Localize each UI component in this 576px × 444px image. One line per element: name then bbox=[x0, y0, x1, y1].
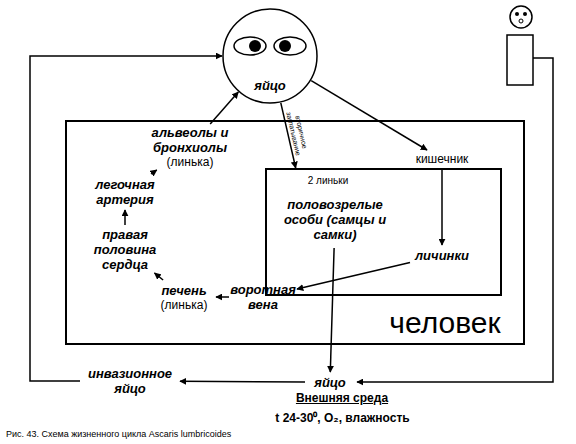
node-text: воротная вена bbox=[229, 282, 297, 312]
person-eye bbox=[523, 12, 527, 16]
node-text: правая половина сердца bbox=[86, 227, 164, 272]
text-node: личинки bbox=[410, 245, 474, 265]
text-node: альвеолы и бронхиолы(линька) bbox=[138, 124, 242, 170]
text-node: кишечник bbox=[410, 150, 474, 168]
node-text: яйцо bbox=[305, 375, 355, 390]
eye bbox=[234, 37, 266, 55]
node-text: легочная артерия bbox=[90, 177, 160, 207]
person-mouth bbox=[519, 19, 523, 23]
text-node: легочная артерия bbox=[90, 174, 160, 210]
node-text: альвеолы и бронхиолы bbox=[138, 125, 242, 155]
flow-arrow bbox=[155, 273, 164, 280]
node-text: инвазионное яйцо bbox=[80, 366, 180, 396]
node-text: кишечник bbox=[410, 152, 474, 166]
body-box: 2 линьки половозрелые особи (самцы и самк… bbox=[265, 168, 502, 296]
text-node: яйцо bbox=[305, 372, 355, 392]
node-text: (линька) bbox=[152, 298, 216, 312]
node-text: личинки bbox=[410, 248, 474, 263]
flow-arrow bbox=[151, 170, 157, 174]
environment-heading: Внешняя среда bbox=[280, 391, 404, 405]
text-node: половозрелые особи (самцы и самки) bbox=[270, 190, 400, 248]
node-text: печень bbox=[152, 283, 216, 298]
text-node: инвазионное яйцо bbox=[80, 362, 180, 400]
text-node: воротная вена bbox=[229, 281, 297, 313]
text-node: печень(линька) bbox=[152, 280, 216, 314]
flow-arrow bbox=[180, 381, 305, 383]
flow-arrow bbox=[124, 210, 126, 225]
node-text: яйцо bbox=[222, 78, 318, 93]
flow-arrow bbox=[311, 81, 427, 150]
face-border bbox=[223, 9, 317, 103]
node-text: (линька) bbox=[138, 155, 242, 169]
eye bbox=[274, 37, 306, 55]
node-text: 2 линьки bbox=[298, 175, 358, 186]
flow-arrow bbox=[330, 248, 334, 372]
pupil bbox=[249, 40, 261, 52]
environment-conditions: t 24-30⁰, O₂, влажность bbox=[255, 409, 430, 426]
face-circle: яйцо bbox=[222, 8, 318, 104]
node-text: половозрелые особи (самцы и самки) bbox=[270, 197, 400, 242]
edge-label: вторичное заглатывание bbox=[283, 103, 312, 163]
pupil bbox=[279, 40, 291, 52]
flow-arrow bbox=[441, 168, 443, 245]
toilet-icon bbox=[507, 6, 533, 85]
figure-caption: Рис. 43. Схема жизненного цикла Ascaris … bbox=[6, 429, 566, 439]
node-text: человек bbox=[370, 306, 520, 340]
flow-arrow bbox=[297, 263, 410, 290]
toilet-body bbox=[507, 35, 533, 85]
person-eye bbox=[515, 12, 519, 16]
text-node: правая половина сердца bbox=[86, 225, 164, 273]
person-head bbox=[510, 6, 532, 28]
flow-arrow bbox=[216, 296, 229, 298]
flow-arrow bbox=[30, 56, 222, 381]
